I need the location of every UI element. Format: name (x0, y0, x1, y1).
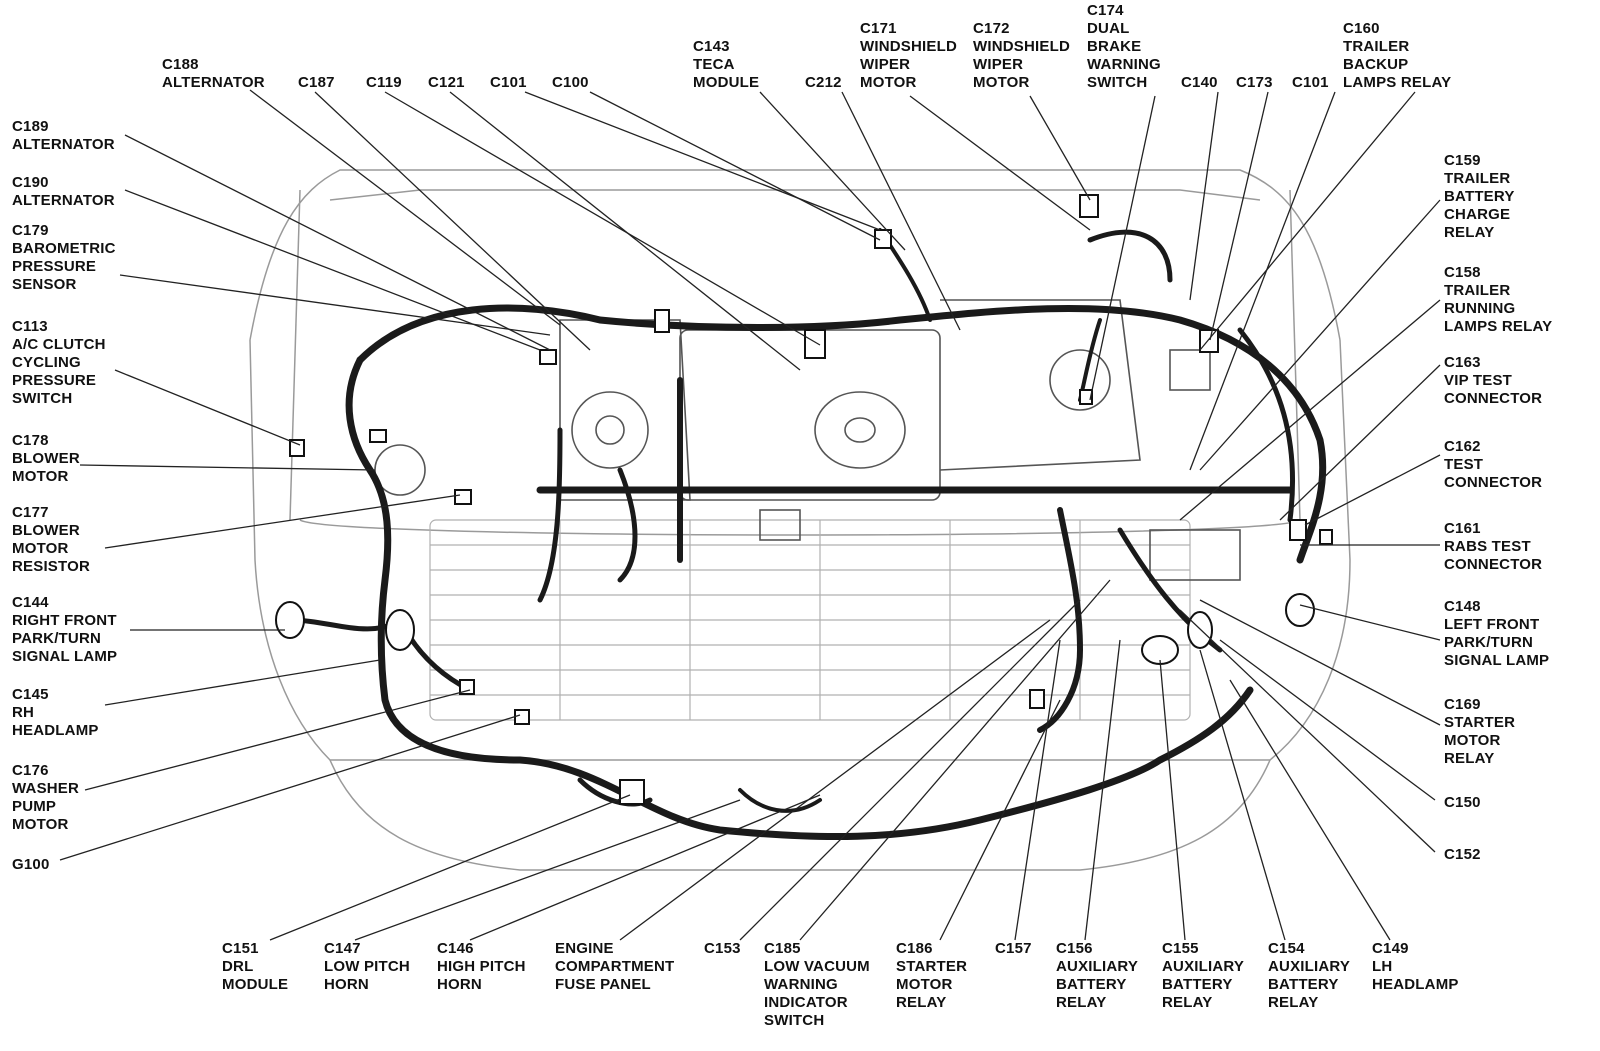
label-c179-barometric-pressure-sensor: C179 BAROMETRIC PRESSURE SENSOR (12, 222, 116, 293)
label-c159-trailer-battery-charge-relay: C159 TRAILER BATTERY CHARGE RELAY (1444, 152, 1515, 241)
label-c100: C100 (552, 74, 589, 91)
label-c150: C150 (1444, 794, 1481, 811)
label-g100: G100 (12, 856, 50, 873)
label-c173: C173 (1236, 74, 1273, 91)
connectors (275, 194, 1333, 805)
label-c149-lh-headlamp: C149 LH HEADLAMP (1372, 940, 1459, 993)
label-c151-drl-module: C151 DRL MODULE (222, 940, 289, 993)
label-c160-trailer-backup-lamps-relay: C160 TRAILER BACKUP LAMPS RELAY (1343, 20, 1452, 91)
label-c152: C152 (1444, 846, 1481, 863)
label-c147-low-pitch-horn: C147 LOW PITCH HORN (324, 940, 410, 993)
label-c119: C119 (366, 74, 402, 91)
label-c113-ac-clutch-cycling-pressure-switch: C113 A/C CLUTCH CYCLING PRESSURE SWITCH (12, 318, 106, 407)
label-c188-alternator: C188 ALTERNATOR (162, 56, 265, 91)
label-c171-windshield-wiper-motor: C171 WINDSHIELD WIPER MOTOR (860, 20, 957, 91)
radiator-grille (429, 519, 1191, 721)
label-c143-teca-module: C143 TECA MODULE (693, 38, 760, 91)
label-c153: C153 (704, 940, 741, 957)
label-c169-starter-motor-relay: C169 STARTER MOTOR RELAY (1444, 696, 1516, 767)
label-c140: C140 (1181, 74, 1218, 91)
label-c186-starter-motor-relay: C186 STARTER MOTOR RELAY (896, 940, 968, 1011)
label-c172-windshield-wiper-motor: C172 WINDSHIELD WIPER MOTOR (973, 20, 1070, 91)
label-c177-blower-motor-resistor: C177 BLOWER MOTOR RESISTOR (12, 504, 91, 575)
leader-lines (59, 89, 1441, 941)
label-c101-top: C101 (490, 74, 527, 91)
label-c121: C121 (428, 74, 465, 91)
label-c156-auxiliary-battery-relay: C156 AUXILIARY BATTERY RELAY (1056, 940, 1139, 1011)
label-c189-alternator: C189 ALTERNATOR (12, 118, 115, 153)
label-c161-rabs-test-connector: C161 RABS TEST CONNECTOR (1444, 520, 1543, 573)
label-c154-auxiliary-battery-relay: C154 AUXILIARY BATTERY RELAY (1268, 940, 1351, 1011)
label-c163-vip-test-connector: C163 VIP TEST CONNECTOR (1444, 354, 1543, 407)
label-c176-washer-pump-motor: C176 WASHER PUMP MOTOR (12, 762, 80, 833)
label-c174-dual-brake-warning-switch: C174 DUAL BRAKE WARNING SWITCH (1087, 2, 1161, 91)
label-c190-alternator: C190 ALTERNATOR (12, 174, 115, 209)
label-c148-left-front-park-turn-signal-lamp: C148 LEFT FRONT PARK/TURN SIGNAL LAMP (1444, 598, 1550, 669)
label-c157: C157 (995, 940, 1032, 957)
label-c146-high-pitch-horn: C146 HIGH PITCH HORN (437, 940, 526, 993)
label-c178-blower-motor: C178 BLOWER MOTOR (12, 432, 80, 485)
label-c212: C212 (805, 74, 842, 91)
label-c155-auxiliary-battery-relay: C155 AUXILIARY BATTERY RELAY (1162, 940, 1245, 1011)
label-c162-test-connector: C162 TEST CONNECTOR (1444, 438, 1543, 491)
label-c144-right-front-park-turn-signal-lamp: C144 RIGHT FRONT PARK/TURN SIGNAL LAMP (12, 594, 118, 665)
label-engine-compartment-fuse-panel: ENGINE COMPARTMENT FUSE PANEL (555, 940, 675, 993)
label-c101-right: C101 (1292, 74, 1329, 91)
label-c158-trailer-running-lamps-relay: C158 TRAILER RUNNING LAMPS RELAY (1444, 264, 1553, 335)
label-c185-low-vacuum-warning-indicator-switch: C185 LOW VACUUM WARNING INDICATOR SWITCH (764, 940, 870, 1029)
label-c145-rh-headlamp: C145 RH HEADLAMP (12, 686, 99, 739)
label-c187: C187 (298, 74, 335, 91)
